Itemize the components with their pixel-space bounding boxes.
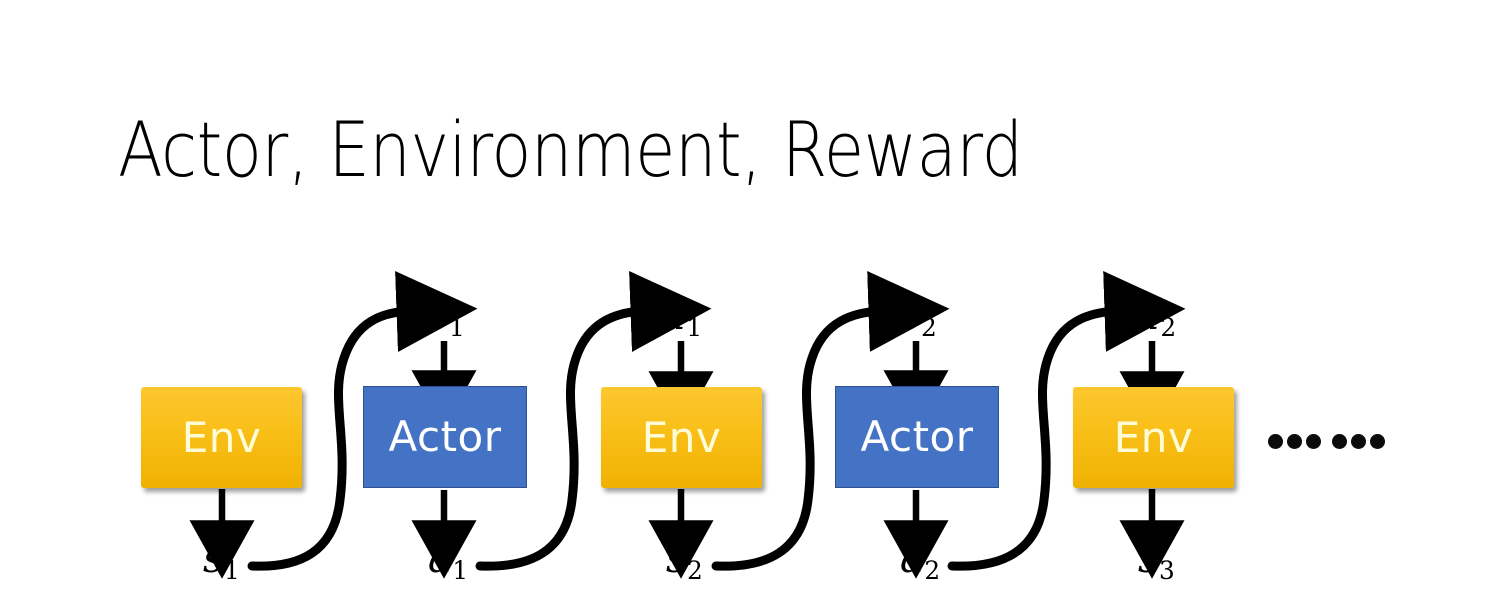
label-bottom-action-a2: a2 [900,539,940,584]
label-subscript: 1 [449,312,465,342]
label-subscript: 2 [1160,312,1177,342]
label-base: s [428,293,449,339]
label-base: s [203,536,224,582]
label-base: s [666,536,687,582]
label-subscript: 2 [921,312,937,342]
ellipsis-continuation [1268,434,1389,449]
label-subscript: 1 [686,312,703,342]
label-bottom-state-s2: s2 [666,539,703,584]
page-title: Actor, Environment, Reward [118,105,1023,194]
ellipsis-dot [1332,434,1347,449]
label-base: a [662,293,686,339]
label-base: s [900,293,921,339]
label-subscript: 3 [1159,555,1175,585]
label-base: s [1138,536,1159,582]
node-label: Actor [860,412,974,461]
label-top-state-s1: s1 [428,296,465,341]
node-env-1[interactable]: Env [141,387,302,488]
label-bottom-state-s3: s3 [1138,539,1175,584]
node-label: Env [1113,412,1194,462]
ellipsis-dot [1287,434,1302,449]
node-actor-2[interactable]: Actor [835,386,999,488]
ellipsis-dot [1351,434,1366,449]
label-subscript: 2 [924,555,941,585]
label-top-state-s2: s2 [900,296,937,341]
label-top-action-a2: a2 [1136,296,1176,341]
node-env-2[interactable]: Env [601,387,762,488]
label-base: a [1136,293,1160,339]
ellipsis-dot [1268,434,1283,449]
label-base: a [900,536,924,582]
node-label: Env [641,412,722,462]
node-actor-1[interactable]: Actor [363,386,527,488]
label-base: a [428,536,452,582]
node-label: Env [181,412,262,462]
label-bottom-state-s1: s1 [203,539,240,584]
label-bottom-action-a1: a1 [428,539,468,584]
node-env-3[interactable]: Env [1073,387,1234,488]
label-subscript: 1 [452,555,469,585]
label-top-action-a1: a1 [662,296,702,341]
ellipsis-dot [1370,434,1385,449]
label-subscript: 1 [224,555,240,585]
label-subscript: 2 [687,555,703,585]
node-label: Actor [388,412,502,461]
ellipsis-dot [1306,434,1321,449]
